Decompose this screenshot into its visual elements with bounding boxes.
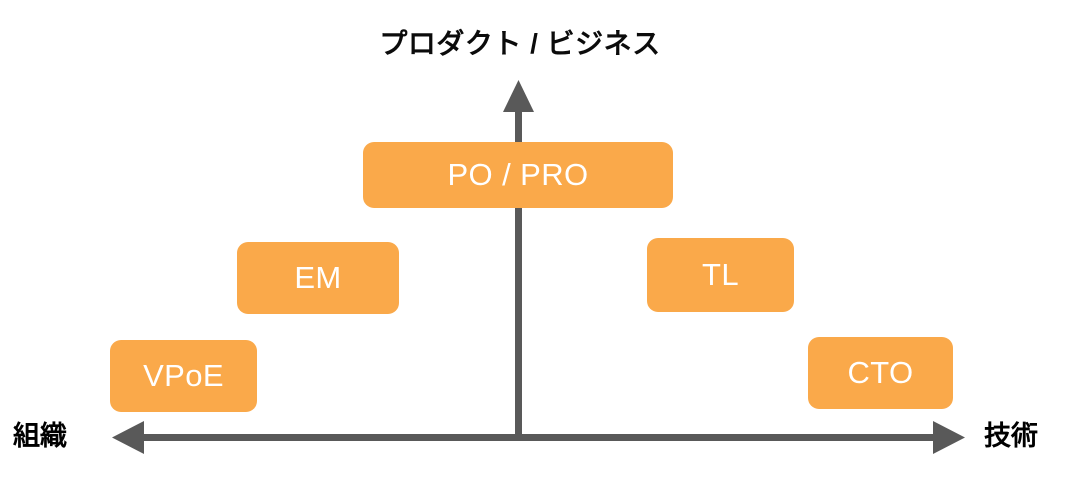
role-box-vpoe[interactable]: VPoE [110, 340, 257, 412]
x-axis-left-label: 組織 [13, 421, 67, 451]
up-arrow-icon [503, 80, 534, 112]
left-arrow-icon [112, 421, 144, 454]
role-box-cto[interactable]: CTO [808, 337, 953, 409]
role-box-po-pro[interactable]: PO / PRO [363, 142, 673, 208]
x-axis-right-label: 技術 [984, 421, 1038, 451]
role-box-em[interactable]: EM [237, 242, 399, 314]
right-arrow-icon [933, 421, 965, 454]
role-box-tl[interactable]: TL [647, 238, 794, 312]
page-title: プロダクト / ビジネス [379, 28, 661, 59]
